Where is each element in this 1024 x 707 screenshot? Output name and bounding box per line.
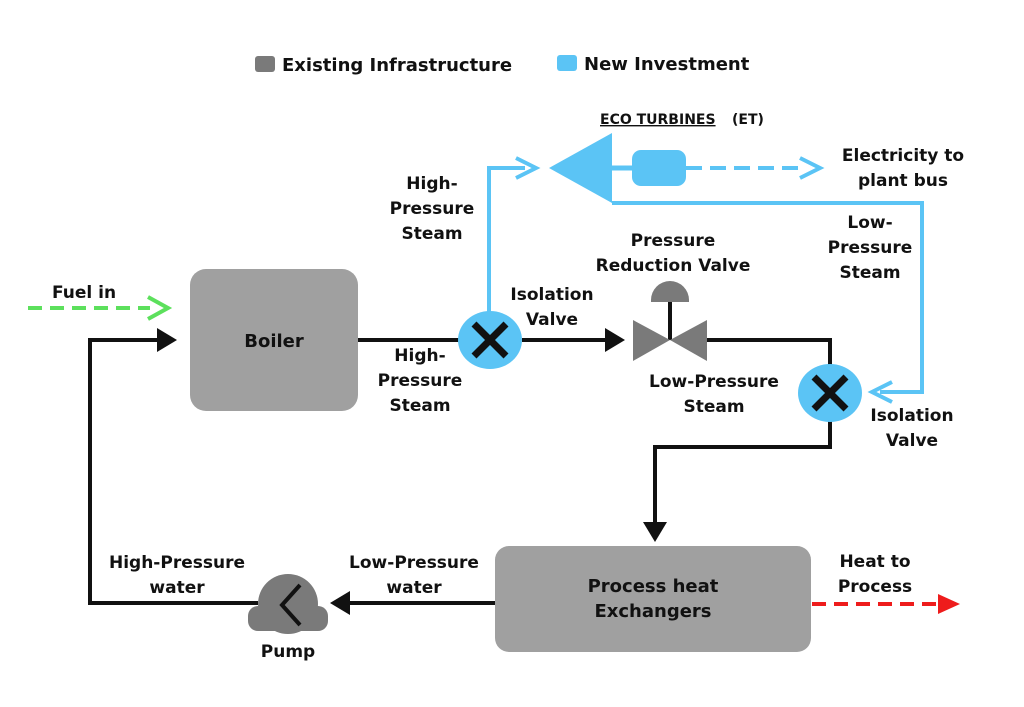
lp-steam-center-label-2: Steam [683,397,744,417]
legend-new-label: New Investment [584,54,750,75]
turbine-lp-return-line [612,201,924,394]
hp-steam-arrowhead [605,328,625,352]
heat-exchangers-label-1: Process heat [588,576,719,597]
lp-steam-right-label-2: Pressure [828,238,913,258]
legend-new-swatch [557,55,577,71]
heat-to-process-arrowhead [938,594,960,614]
lp-steam-right-label-3: Steam [839,263,900,283]
lp-steam-line [707,338,832,368]
eco-turbine-icon [549,133,686,203]
lp-steam-arrowhead [643,522,667,542]
isolation-valve-2-label-2: Valve [886,431,938,451]
hp-water-line [88,338,258,605]
lp-water-label-2: water [386,578,442,598]
lp-water-arrowhead [330,591,350,615]
lp-steam-center-label-1: Low-Pressure [649,372,779,392]
isolation-valve-1-icon [458,311,522,369]
lp-steam-right-label-1: Low- [847,213,892,233]
boiler-label: Boiler [244,331,304,352]
hp-steam-bottom-label-2: Pressure [378,371,463,391]
eco-turbines-label: ECO TURBINES [600,112,716,128]
heat-to-process-label-1: Heat to [839,552,910,572]
hp-steam-top-label-2: Pressure [390,199,475,219]
hp-steam-to-turbine-line [487,166,525,312]
hp-steam-bottom-label-1: High- [394,346,445,366]
legend-existing-swatch [255,56,275,72]
isolation-valve-1-label-2: Valve [526,310,578,330]
pump-icon [248,574,328,634]
fuel-in-label: Fuel in [52,283,116,303]
fuel-in-arrowhead [147,295,173,321]
lp-water-label-1: Low-Pressure [349,553,479,573]
electricity-label-2: plant bus [858,171,948,191]
pump-label: Pump [261,642,315,662]
prv-label-1: Pressure [631,231,716,251]
boiler-box [190,269,358,411]
electricity-label-1: Electricity to [842,146,964,166]
hp-steam-top-label-3: Steam [401,224,462,244]
isolation-valve-2-label-1: Isolation [870,406,953,426]
eco-turbines-abbr: (ET) [732,112,764,128]
heat-exchangers-label-2: Exchangers [594,601,711,622]
lp-steam-to-hx-line [653,420,832,525]
heat-to-process-label-2: Process [838,577,912,597]
isolation-valve-1-label-1: Isolation [510,285,593,305]
heat-exchangers-box [495,546,811,652]
pressure-reduction-valve-icon [633,281,707,361]
hp-steam-top-label-1: High- [406,174,457,194]
legend-existing-label: Existing Infrastructure [282,55,512,76]
isolation-valve-2-icon [798,364,862,422]
prv-label-2: Reduction Valve [596,256,751,276]
hp-water-label-2: water [149,578,205,598]
turbine-inlet-arrowhead [515,156,541,180]
lp-return-arrowhead [867,380,893,404]
hp-steam-bottom-label-3: Steam [389,396,450,416]
hp-water-label-1: High-Pressure [109,553,245,573]
electricity-arrowhead [799,156,825,180]
hp-water-arrowhead [157,328,177,352]
